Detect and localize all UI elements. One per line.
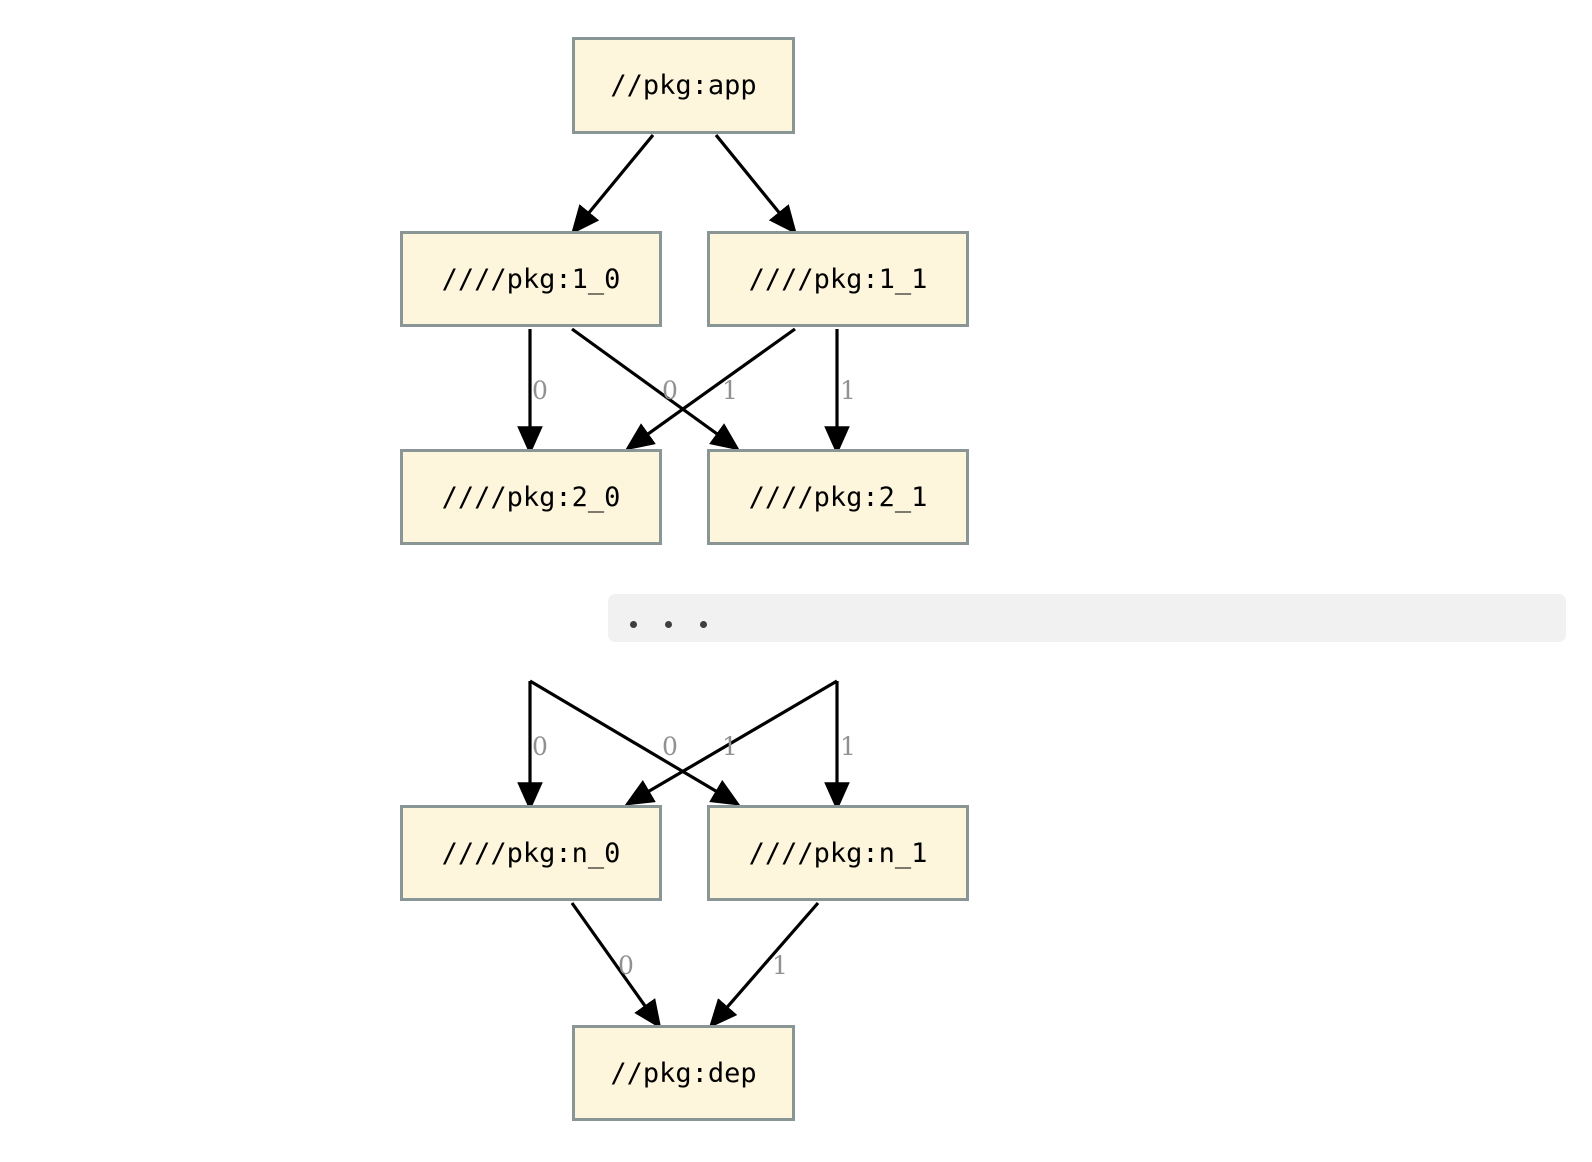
graph-node-label: ////pkg:2_0 — [441, 481, 621, 513]
graph-edge-app-to-n1_1 — [714, 133, 797, 235]
graph-node-label: ////pkg:1_0 — [441, 263, 621, 295]
edge-label: 1 — [840, 376, 856, 405]
graph-truncation-ellipsis — [608, 594, 1566, 642]
ellipsis-dot — [700, 621, 707, 628]
graph-node-label: ////pkg:1_1 — [748, 263, 928, 295]
graph-node-label: ////pkg:n_1 — [748, 837, 928, 869]
edge-label: 1 — [722, 732, 738, 761]
graph-node-nn_1[interactable]: ////pkg:n_1 — [707, 805, 969, 901]
edge-label: 0 — [662, 732, 678, 761]
graph-node-n1_1[interactable]: ////pkg:1_1 — [707, 231, 969, 327]
edge-label: 1 — [840, 732, 856, 761]
graph-node-label: //pkg:app — [610, 70, 757, 101]
edge-label: 0 — [662, 376, 678, 405]
graph-node-n2_0[interactable]: ////pkg:2_0 — [400, 449, 662, 545]
edge-label: 0 — [532, 732, 548, 761]
ellipsis-dots — [630, 621, 707, 628]
edge-label: 1 — [722, 376, 738, 405]
graph-node-n2_1[interactable]: ////pkg:2_1 — [707, 449, 969, 545]
edge-label: 1 — [772, 951, 788, 980]
graph-node-label: ////pkg:2_1 — [748, 481, 928, 513]
graph-edge-hidden-to-nn_1 — [529, 679, 741, 806]
graph-edge-app-to-n1_0 — [571, 133, 655, 235]
graph-node-nn_0[interactable]: ////pkg:n_0 — [400, 805, 662, 901]
edge-label: 0 — [532, 376, 548, 405]
graph-node-dep[interactable]: //pkg:dep — [572, 1025, 795, 1121]
graph-node-label: ////pkg:n_0 — [441, 837, 621, 869]
edge-label: 0 — [618, 951, 634, 980]
ellipsis-dot — [665, 621, 672, 628]
graph-edge-n1_0-to-n2_1 — [571, 327, 740, 451]
graph-node-app[interactable]: //pkg:app — [572, 37, 795, 134]
ellipsis-dot — [630, 621, 637, 628]
graph-edge-nn_0-to-dep — [570, 902, 662, 1029]
graph-node-n1_0[interactable]: ////pkg:1_0 — [400, 231, 662, 327]
graph-node-label: //pkg:dep — [610, 1057, 757, 1089]
